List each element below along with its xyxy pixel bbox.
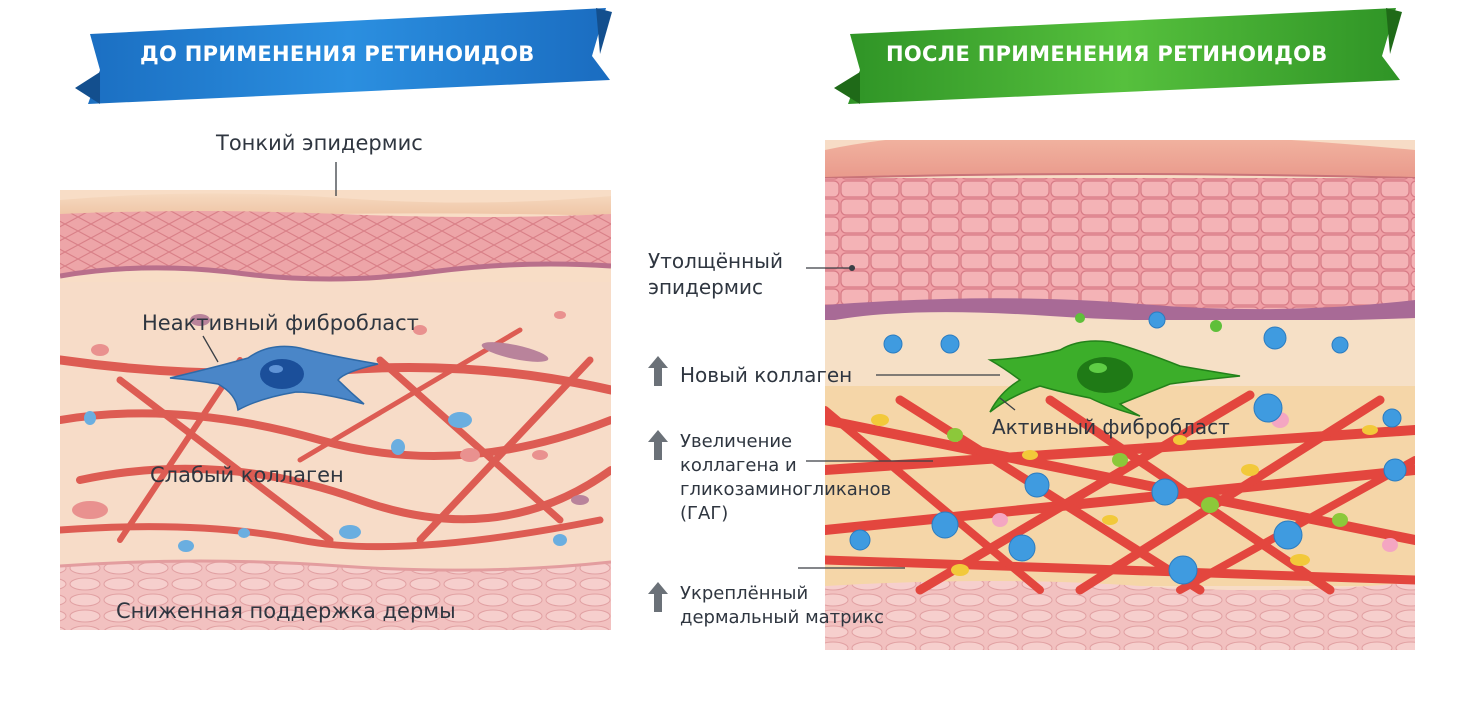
- label-thick-epidermis: Утолщённый эпидермис: [648, 248, 783, 300]
- label-weak-collagen: Слабый коллаген: [150, 463, 344, 487]
- leader-lines: [202, 162, 1016, 569]
- up-arrow-icon: [648, 430, 668, 460]
- after-banner: [834, 8, 1402, 104]
- label-new-collagen: Новый коллаген: [680, 363, 853, 387]
- label-thin-epidermis: Тонкий эпидермис: [216, 131, 423, 155]
- after-banner-title: ПОСЛЕ ПРИМЕНЕНИЯ РЕТИНОИДОВ: [886, 42, 1328, 66]
- label-increase-line2: коллагена и: [680, 455, 797, 476]
- label-reinforced-matrix: Укреплённый дермальный матрикс: [680, 582, 884, 630]
- up-arrow-icon: [648, 356, 668, 386]
- label-thick-epidermis-line1: Утолщённый: [648, 249, 783, 273]
- label-matrix-line2: дермальный матрикс: [680, 607, 885, 628]
- label-increase-line3: гликозаминогликанов: [680, 479, 892, 500]
- before-banner-title: ДО ПРИМЕНЕНИЯ РЕТИНОИДОВ: [140, 42, 535, 66]
- up-arrow-icon: [648, 582, 668, 612]
- before-skin-block: [60, 190, 611, 630]
- inactive-fibroblast-cell: [169, 345, 379, 412]
- before-banner: [75, 8, 612, 104]
- label-active-fibroblast: Активный фибробласт: [992, 415, 1230, 439]
- label-thick-epidermis-line2: эпидермис: [648, 275, 763, 299]
- label-increase-line1: Увеличение: [680, 431, 793, 452]
- label-matrix-line1: Укреплённый: [680, 583, 809, 604]
- active-fibroblast-cell: [987, 340, 1241, 417]
- label-reduced-support: Сниженная поддержка дермы: [116, 599, 456, 623]
- label-inactive-fibroblast: Неактивный фибробласт: [142, 311, 419, 335]
- label-increase-line4: (ГАГ): [680, 503, 729, 524]
- label-increase-collagen-gag: Увеличение коллагена и гликозаминогликан…: [680, 430, 891, 526]
- after-skin-block: [825, 140, 1415, 650]
